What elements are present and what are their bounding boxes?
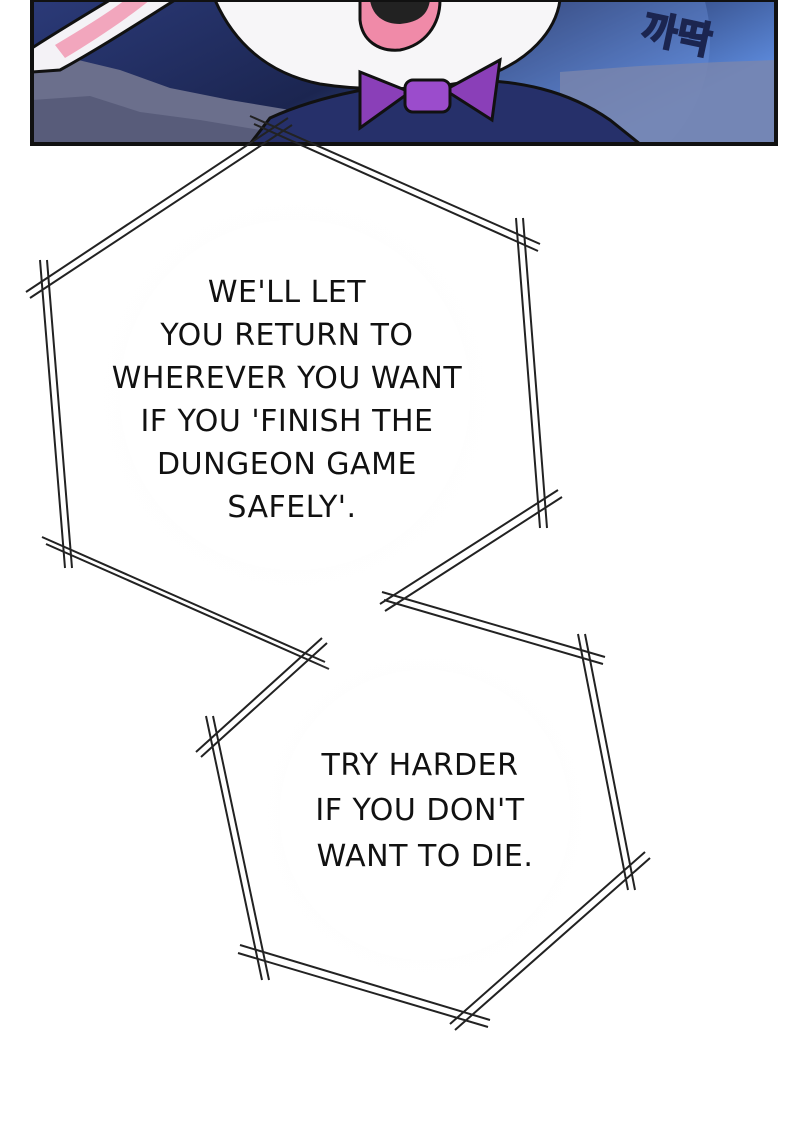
bubble-1-line: SAFELY'. [227, 490, 356, 525]
bubble-2-text: TRY HARDER IF YOU DON'T WANT TO DIE. [315, 748, 534, 874]
bubble-outline [195, 591, 651, 1031]
bubble-1-line: WHEREVER YOU WANT [112, 361, 463, 396]
speech-bubble-1: WE'LL LET YOU RETURN TO WHEREVER YOU WAN… [25, 115, 563, 670]
bubble-1-text: WE'LL LET YOU RETURN TO WHEREVER YOU WAN… [112, 275, 473, 525]
bubble-outline [25, 115, 563, 670]
panel-frame [30, 0, 778, 146]
bubble-1-line: DUNGEON GAME [157, 447, 417, 482]
bubble-2-line: IF YOU DON'T [315, 793, 524, 828]
speech-bubble-2: TRY HARDER IF YOU DON'T WANT TO DIE. [195, 591, 651, 1031]
bubble-1-line: YOU RETURN TO [159, 318, 413, 353]
bubble-2-line: WANT TO DIE. [317, 839, 534, 874]
bubble-1-line: WE'LL LET [208, 275, 366, 310]
bubble-2-line: TRY HARDER [321, 748, 519, 783]
purple-bowtie [358, 57, 502, 131]
bubble-1-line: IF YOU 'FINISH THE [140, 404, 433, 439]
top-panel: 까딱 [30, 0, 778, 146]
